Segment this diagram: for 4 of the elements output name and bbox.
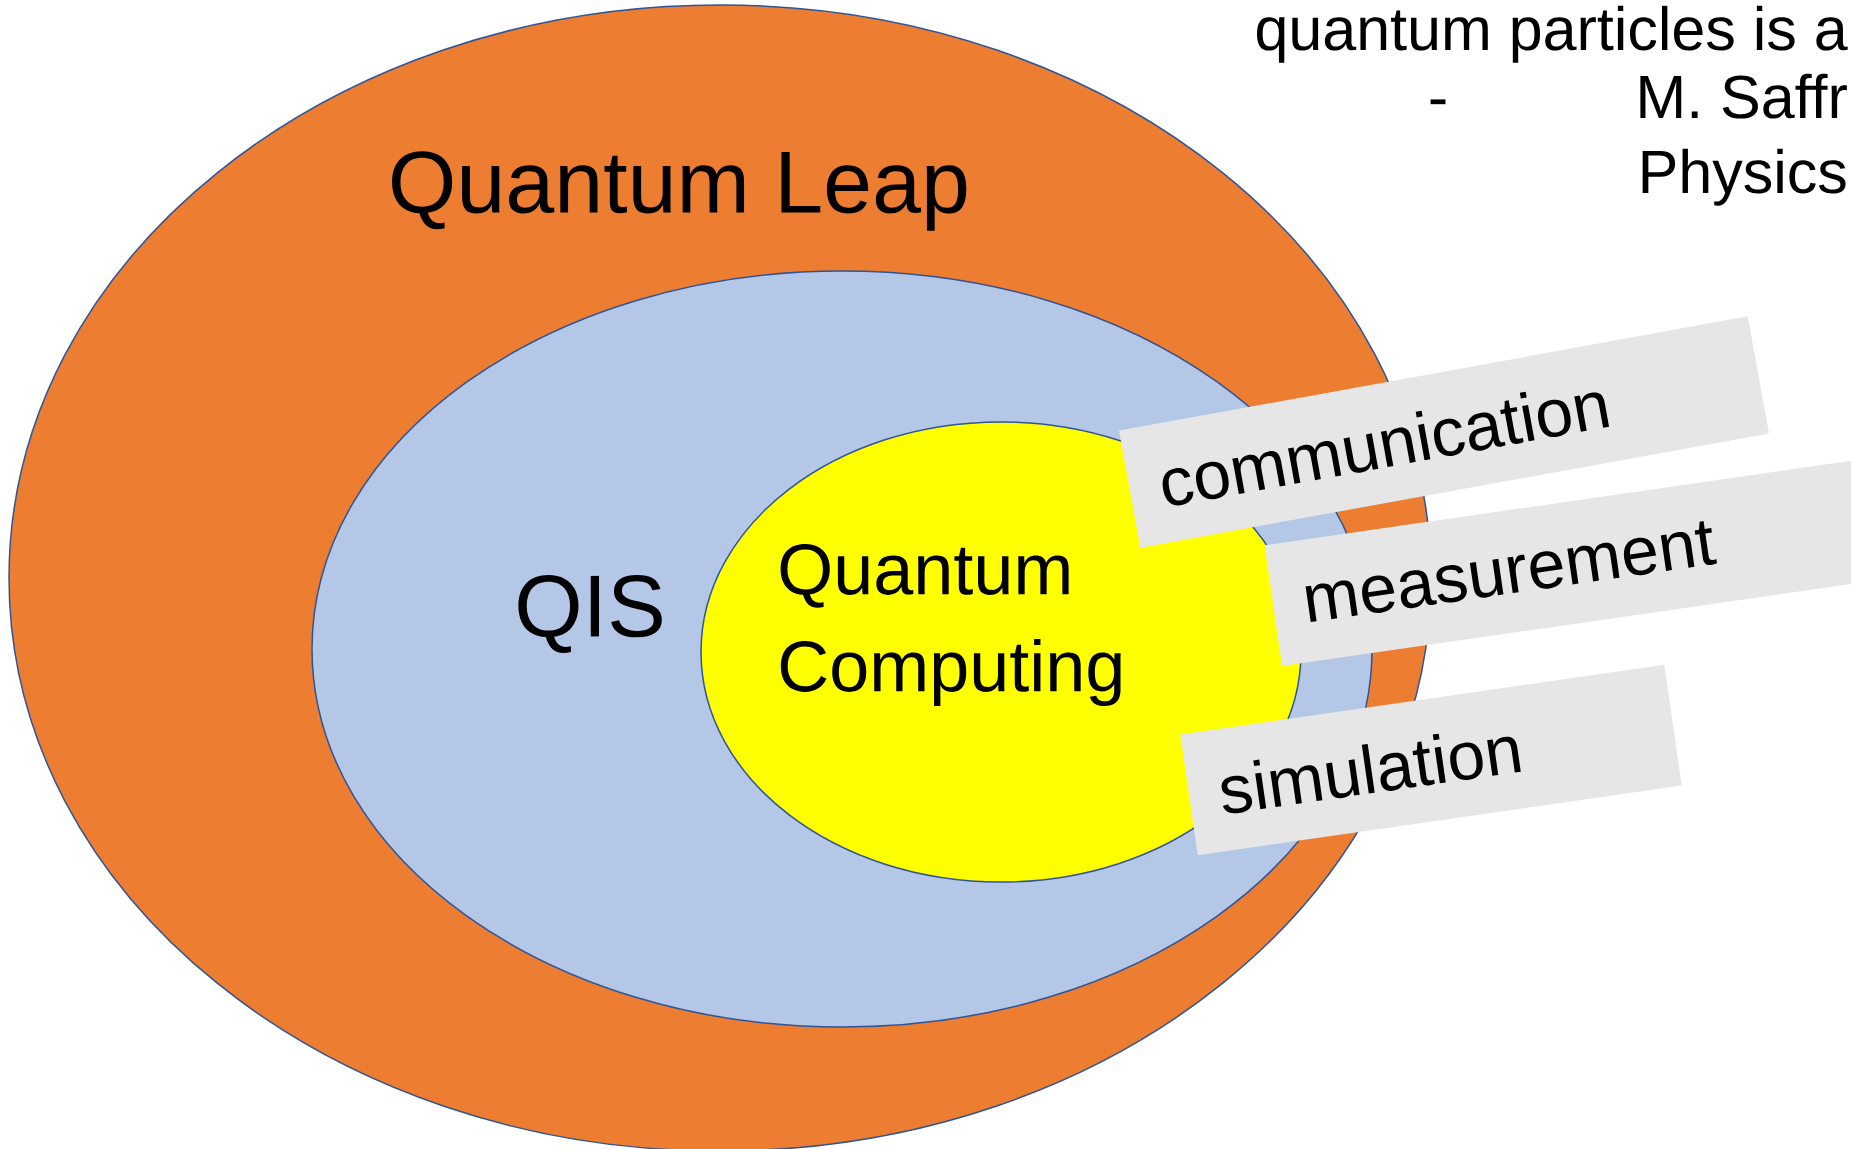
- quote-text: -: [1430, 99, 1446, 105]
- quote-text: M. Saffr: [1640, 73, 1847, 119]
- label-box: simulation: [1180, 664, 1682, 856]
- quote-text: Physics: [1642, 148, 1846, 206]
